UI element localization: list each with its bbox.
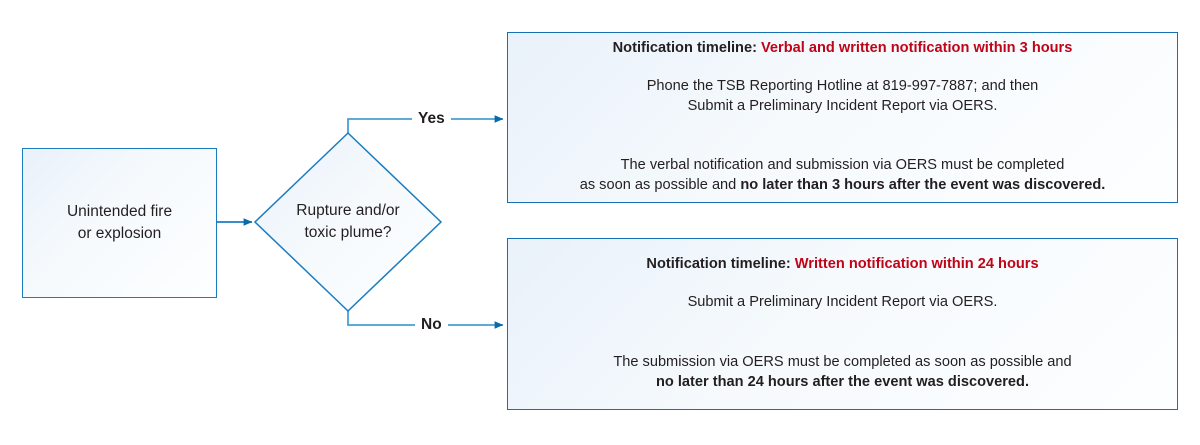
- outcome-yes-heading-prefix: Notification timeline:: [612, 39, 761, 56]
- outcome-no-deadline: The submission via OERS must be complete…: [613, 331, 1071, 391]
- outcome-no-heading: Notification timeline: Written notificat…: [646, 256, 1038, 272]
- outcome-no-heading-accent: Written notification within 24 hours: [794, 256, 1039, 273]
- outcome-yes-deadline-line1: The verbal notification and submission v…: [620, 157, 1065, 174]
- outcome-yes-body: Notification timeline: Verbal and writte…: [508, 40, 1177, 196]
- branch-label-no: No: [415, 317, 448, 333]
- outcome-node-yes[interactable]: Notification timeline: Verbal and writte…: [507, 32, 1178, 203]
- outcome-yes-heading: Notification timeline: Verbal and writte…: [613, 40, 1073, 56]
- outcome-node-no[interactable]: Notification timeline: Written notificat…: [507, 238, 1178, 410]
- decision-node-label: Rupture and/or toxic plume?: [254, 132, 442, 312]
- outcome-no-heading-prefix: Notification timeline:: [646, 256, 795, 273]
- start-node-label: Unintended fire or explosion: [67, 201, 172, 246]
- outcome-no-action-lines: Submit a Preliminary Incident Report via…: [687, 294, 998, 311]
- outcome-no-deadline-line2-bold: no later than 24 hours after the event w…: [655, 373, 1030, 390]
- outcome-no-deadline-line1: The submission via OERS must be complete…: [613, 353, 1072, 370]
- outcome-yes-deadline: The verbal notification and submission v…: [580, 135, 1106, 195]
- decision-node-line2: toxic plume?: [304, 224, 392, 241]
- outcome-no-body: Notification timeline: Written notificat…: [508, 256, 1177, 392]
- decision-node-rupture-toxic-plume[interactable]: Rupture and/or toxic plume?: [253, 131, 443, 313]
- start-node-line2: or explosion: [77, 225, 162, 242]
- start-node-line1: Unintended fire: [66, 202, 173, 220]
- decision-diamond-shape: [253, 131, 443, 313]
- decision-node-line1: Rupture and/or: [296, 201, 400, 219]
- outcome-yes-deadline-line2-plain: as soon as possible and: [579, 177, 741, 194]
- outcome-yes-action-lines: Phone the TSB Reporting Hotline at 819-9…: [646, 77, 1039, 114]
- start-node-unintended-fire[interactable]: Unintended fire or explosion: [22, 148, 217, 298]
- outcome-yes-deadline-line2-bold: no later than 3 hours after the event wa…: [740, 177, 1106, 194]
- branch-label-yes: Yes: [412, 111, 451, 127]
- outcome-yes-heading-accent: Verbal and written notification within 3…: [761, 39, 1073, 56]
